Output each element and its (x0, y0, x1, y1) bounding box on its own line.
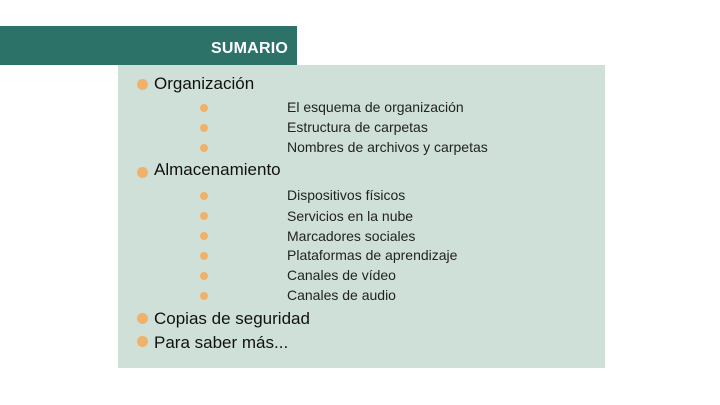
list-item: El esquema de organización (287, 99, 464, 115)
list-item: Servicios en la nube (287, 208, 414, 224)
bullet-icon (200, 124, 208, 132)
list-item: Dispositivos físicos (287, 187, 406, 203)
list-item: Plataformas de aprendizaje (287, 247, 458, 263)
bullet-icon (137, 79, 148, 90)
bullet-icon (137, 336, 148, 347)
bullet-icon (200, 144, 208, 152)
section-title-organizacion: Organización (154, 74, 255, 93)
bullet-icon (200, 252, 208, 260)
bullet-icon (137, 167, 148, 178)
bullet-icon (200, 272, 208, 280)
list-item: Canales de vídeo (287, 267, 396, 283)
list-item: Estructura de carpetas (287, 119, 428, 135)
bullet-icon (200, 104, 208, 112)
list-item: Canales de audio (287, 287, 396, 303)
bullet-icon (200, 232, 208, 240)
bullet-icon (200, 292, 208, 300)
section-title-almacenamiento: Almacenamiento (154, 160, 281, 179)
bullet-icon (200, 192, 208, 200)
list-item: Nombres de archivos y carpetas (287, 139, 488, 155)
list-item: Marcadores sociales (287, 228, 416, 244)
section-title-copias: Copias de seguridad (154, 309, 310, 328)
summary-panel (118, 65, 605, 368)
bullet-icon (137, 313, 148, 324)
header-bar: SUMARIO (0, 26, 297, 65)
bullet-icon (200, 212, 208, 220)
section-title-saber-mas: Para saber más... (154, 333, 289, 352)
header-title: SUMARIO (211, 40, 288, 57)
